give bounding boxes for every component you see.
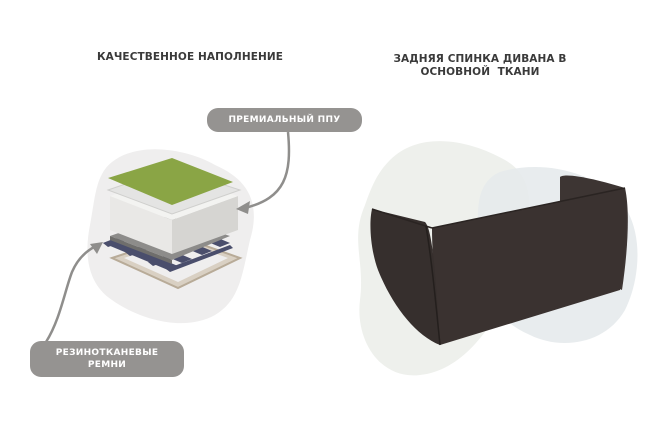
filling-layers-illustration [103,158,243,290]
sofa-back-section-title: ЗАДНЯЯ СПИНКА ДИВАНА В ОСНОВНОЙ ТКАНИ [380,53,580,79]
rubber-belts-label: РЕЗИНОТКАНЕВЫЕ РЕМНИ [30,341,184,377]
sofa-back-title-line2: ОСНОВНОЙ ТКАНИ [420,66,540,78]
rubber-belts-label-line1: РЕЗИНОТКАНЕВЫЕ [55,348,159,358]
filling-section-title: КАЧЕСТВЕННОЕ НАПОЛНЕНИЕ [96,51,284,63]
premium-foam-label: ПРЕМИАЛЬНЫЙ ППУ [207,108,362,132]
sofa-back-title-line1: ЗАДНЯЯ СПИНКА ДИВАНА В [393,53,567,65]
arrow-to-foam [244,131,291,210]
arrow-head-foam [236,201,250,214]
sofa-back-panel [432,188,627,345]
foam-block-layer [110,196,172,254]
green-top-layer [108,158,233,205]
arrow-to-belts [44,244,97,343]
sofa-left-arm [370,209,440,345]
sofa-back-illustration [370,175,628,346]
rubber-belts-label-line2: РЕМНИ [87,360,127,370]
arrow-head-belts [90,242,103,254]
